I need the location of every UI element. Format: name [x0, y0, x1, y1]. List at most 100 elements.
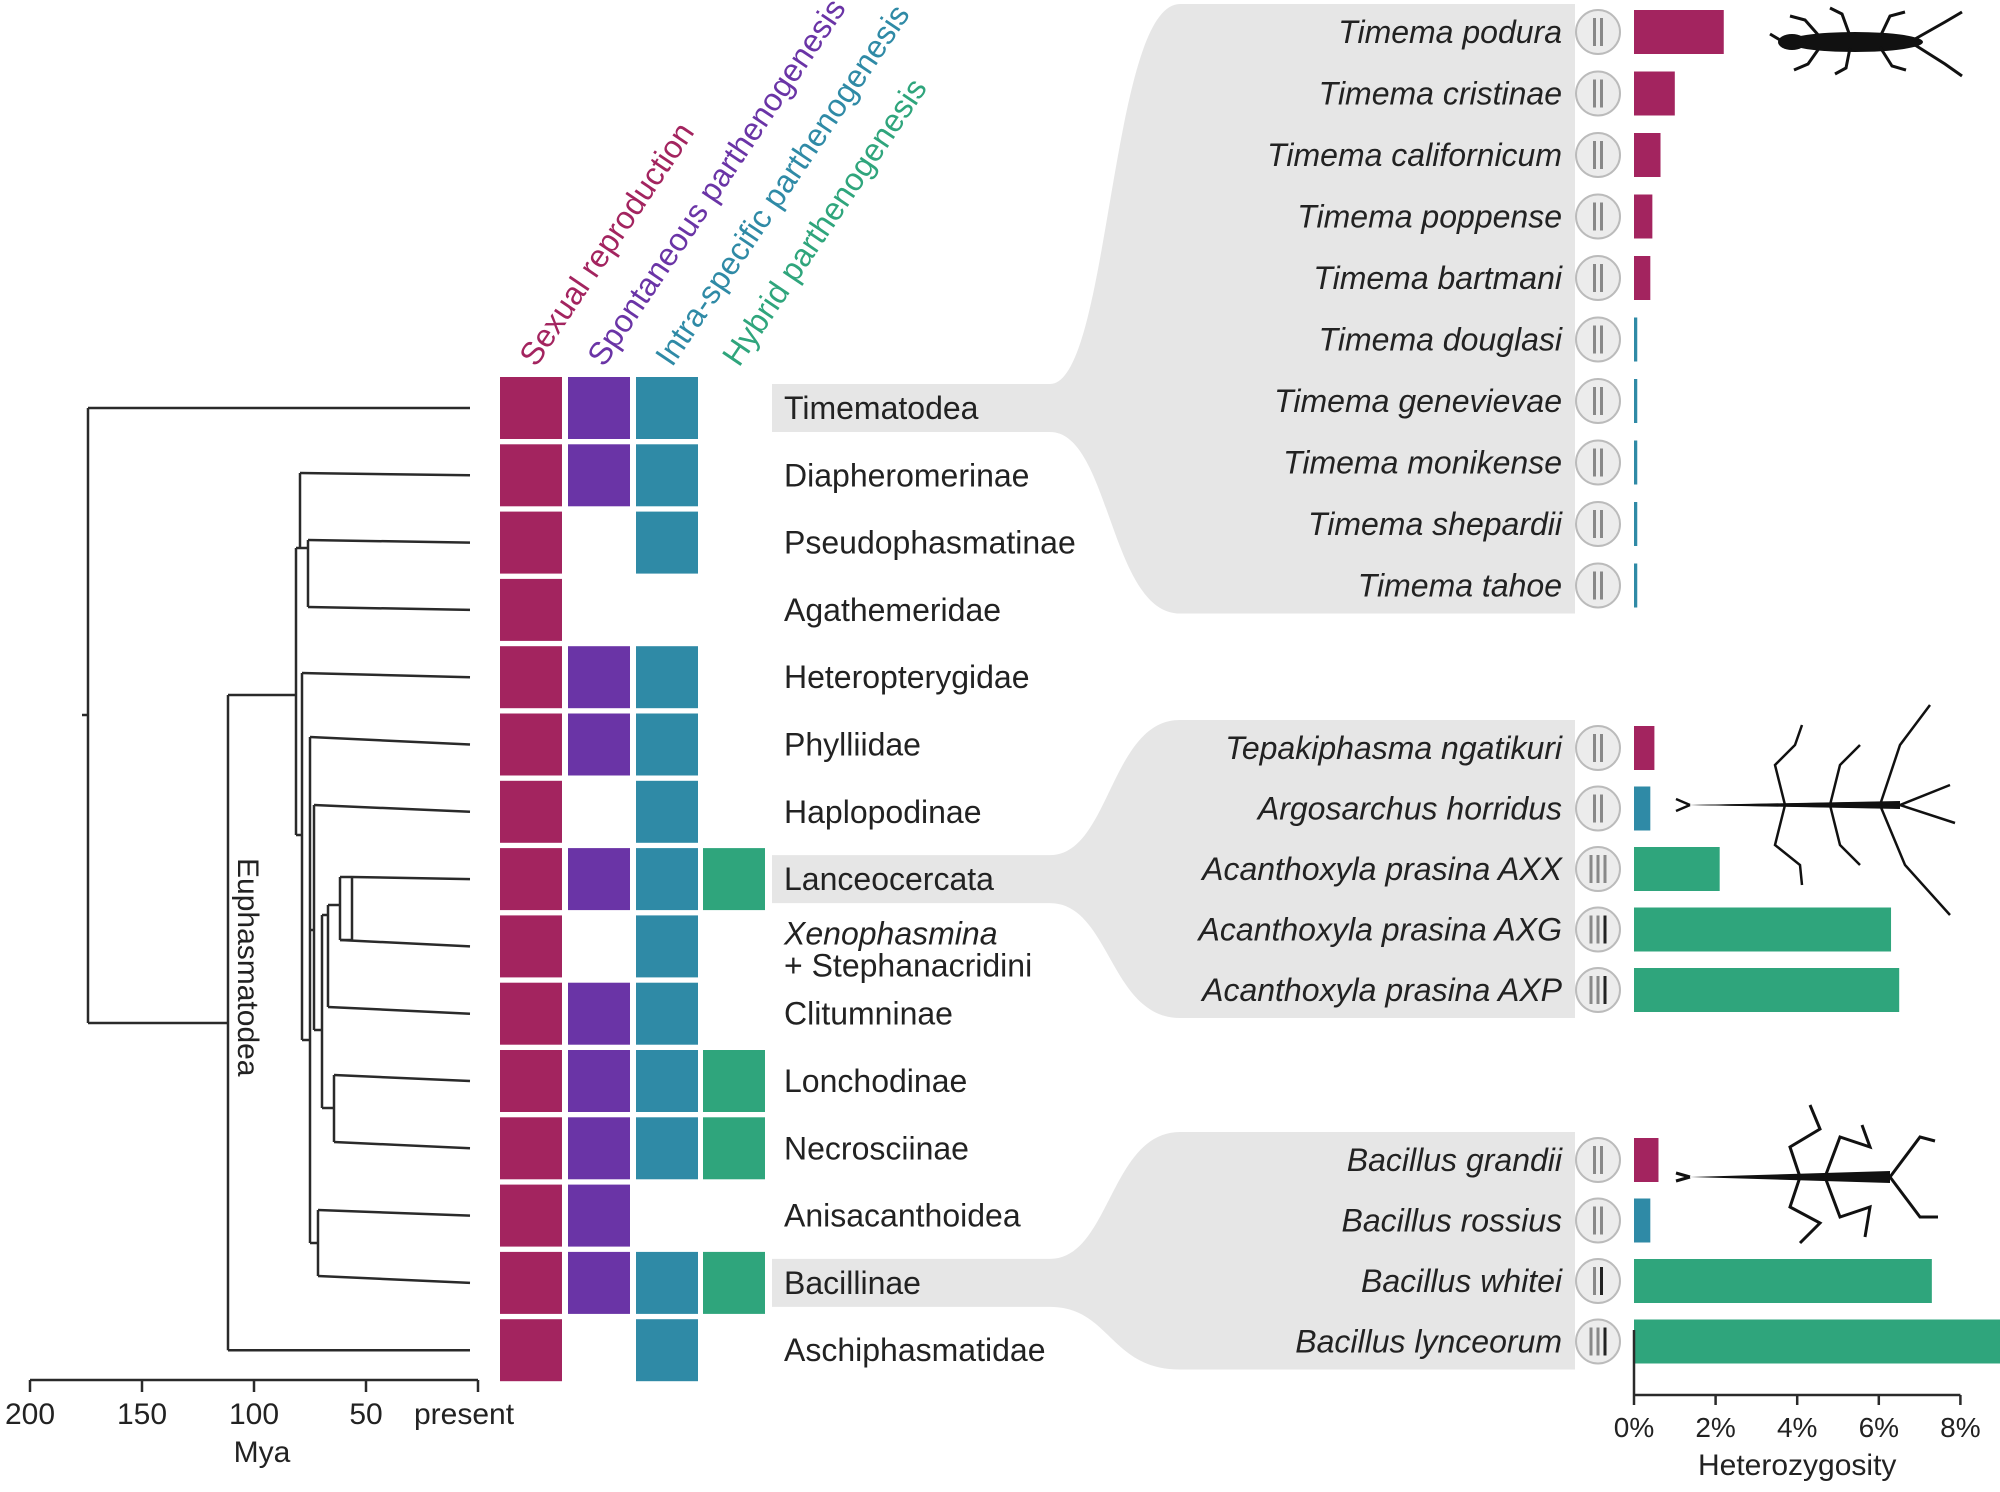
species-name: Timema monikense	[1283, 445, 1562, 481]
taxon-label: Pseudophasmatinae	[784, 525, 1076, 561]
ploidy-icon	[1575, 846, 1621, 892]
tree-branch	[301, 671, 471, 679]
mode-cell-spontaneous	[568, 1117, 630, 1180]
taxon-label: Xenophasmina	[783, 915, 997, 951]
insect-leg	[1823, 1176, 1872, 1238]
species-name: Argosarchus horridus	[1256, 791, 1562, 827]
het-bar	[1634, 847, 1720, 891]
ploidy-circle	[1575, 562, 1621, 609]
het-bar	[1634, 379, 1638, 423]
ploidy-icon	[1575, 132, 1621, 178]
mode-cell-intraspecific	[636, 848, 698, 911]
insect-leg	[1789, 14, 1822, 38]
species-name: Timema podura	[1338, 14, 1562, 50]
mode-cell-spontaneous	[568, 1184, 630, 1247]
mode-cell-spontaneous	[568, 377, 630, 439]
taxon-labels: TimematodeaDiapheromerinaePseudophasmati…	[783, 390, 1076, 1368]
insect-leg	[1828, 804, 1861, 866]
ploidy-circle	[1575, 725, 1621, 771]
mode-cell-sexual	[500, 444, 562, 507]
species-name: Tepakiphasma ngatikuri	[1225, 730, 1563, 766]
species-name: Timema douglasi	[1319, 322, 1563, 358]
taxon-label: Bacillinae	[784, 1265, 921, 1301]
tree-branch	[317, 1208, 471, 1217]
mode-cell-intraspecific	[636, 444, 698, 507]
insect-leg	[1914, 10, 1963, 41]
insect-body-shade	[1690, 801, 1900, 809]
mode-cell-sexual	[500, 578, 562, 641]
phylogenetic-tree: Euphasmatodea	[82, 406, 471, 1352]
insect-leg	[1878, 704, 1931, 806]
species-name: Timema poppense	[1297, 199, 1562, 235]
species-name: Timema cristinae	[1319, 76, 1562, 112]
het-bar	[1634, 786, 1651, 831]
ploidy-icon	[1575, 255, 1621, 301]
tree-branch	[333, 1073, 471, 1083]
mode-cell-sexual	[500, 982, 562, 1045]
mode-cell-intraspecific	[636, 1117, 698, 1180]
het-bar	[1634, 1319, 2000, 1364]
het-bar	[1634, 502, 1638, 546]
het-bar	[1634, 1138, 1659, 1182]
ploidy-icon	[1575, 1197, 1621, 1244]
ploidy-icon	[1575, 378, 1621, 424]
acanthoxyla-silhouette	[1675, 704, 1956, 916]
mode-cell-hybrid	[703, 1251, 765, 1314]
highlight-bands	[772, 4, 1575, 1370]
species-name: Acanthoxyla prasina AXG	[1197, 912, 1562, 948]
tree-branch	[299, 471, 471, 477]
mode-cell-hybrid	[703, 848, 765, 911]
mode-cell-sexual	[500, 1184, 562, 1247]
insect-leg	[1769, 32, 1781, 42]
mode-cell-spontaneous	[568, 646, 630, 709]
insect-leg	[1878, 46, 1907, 72]
species-name: Acanthoxyla prasina AXP	[1200, 972, 1563, 1008]
het-bar	[1634, 71, 1675, 116]
species-name: Timema tahoe	[1358, 568, 1562, 604]
mode-cell-sexual	[500, 1050, 562, 1112]
ploidy-icon	[1575, 562, 1621, 609]
insect-leg	[1878, 804, 1951, 916]
mode-cell-sexual	[500, 915, 562, 978]
mode-cell-spontaneous	[568, 444, 630, 507]
mode-cell-sexual	[500, 646, 562, 709]
species-name: Bacillus rossius	[1341, 1203, 1562, 1239]
het-tick-label: 8%	[1940, 1412, 1980, 1443]
het-bar	[1634, 968, 1900, 1012]
species-name: Timema californicum	[1267, 137, 1562, 173]
taxon-label: Heteropterygidae	[784, 659, 1029, 695]
ploidy-icon	[1575, 785, 1621, 832]
insect-leg	[1828, 744, 1861, 806]
taxon-label: Diapheromerinae	[784, 457, 1029, 493]
insect-body	[1690, 1171, 1890, 1183]
taxon-label: Timematodea	[784, 390, 979, 426]
mode-cell-spontaneous	[568, 1050, 630, 1112]
ploidy-circle	[1575, 255, 1621, 301]
het-bar	[1634, 317, 1638, 362]
highlight-band	[772, 1132, 1575, 1370]
het-tick-label: 4%	[1777, 1412, 1817, 1443]
time-tick-label: 100	[229, 1398, 279, 1431]
mode-cell-intraspecific	[636, 1251, 698, 1314]
ploidy-circle	[1575, 1258, 1621, 1304]
insect-leg	[1888, 1135, 1936, 1178]
insect-leg	[1788, 1176, 1823, 1245]
mode-cell-spontaneous	[568, 982, 630, 1045]
taxon-label: Lanceocercata	[784, 861, 994, 897]
insect-leg	[1773, 804, 1804, 886]
time-axis-label: Mya	[234, 1436, 291, 1469]
tree-branch	[327, 1005, 471, 1015]
het-bar	[1634, 726, 1655, 770]
ploidy-icon	[1575, 70, 1621, 117]
ploidy-circle	[1575, 501, 1621, 547]
mode-cell-spontaneous	[568, 1251, 630, 1314]
mode-cell-intraspecific	[636, 713, 698, 776]
ploidy-circle	[1575, 9, 1621, 55]
mode-cell-sexual	[500, 713, 562, 776]
clade-label: Euphasmatodea	[231, 858, 264, 1077]
het-bar	[1634, 1198, 1651, 1243]
taxon-label: Anisacanthoidea	[784, 1198, 1021, 1234]
